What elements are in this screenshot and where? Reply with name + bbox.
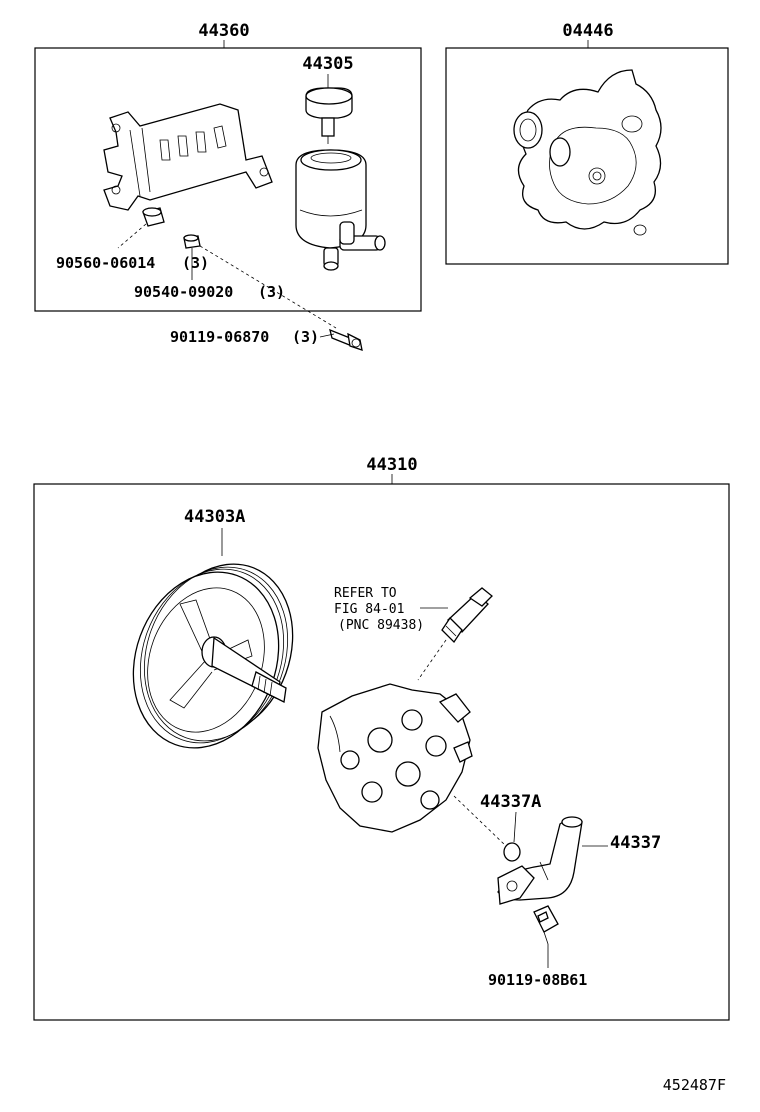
union-bolt-drawing[interactable] [533,905,559,945]
reference-note-line3: (PNC 89438) [338,618,424,633]
pressure-switch-drawing[interactable] [441,587,493,644]
label-44310[interactable]: 44310 [366,455,417,475]
reference-note-line2[interactable]: FIG 84-01 [334,602,404,617]
reservoir-bracket-group: 44360 [34,21,422,351]
pump-assembly-box [33,483,730,1021]
collar-drawing[interactable] [183,234,201,249]
union-pipe-drawing[interactable] [497,816,583,905]
label-04446[interactable]: 04446 [562,21,613,41]
label-90540-09020[interactable]: 90540-09020 [134,283,233,301]
pump-body-drawing[interactable] [317,683,473,833]
label-90119-06870[interactable]: 90119-06870 [170,328,269,346]
label-90560-qty: (3) [182,254,209,272]
label-90560-06014[interactable]: 90560-06014 [56,254,155,272]
label-90119-08B61[interactable]: 90119-08B61 [488,971,587,989]
label-90540-qty: (3) [258,283,285,301]
pulley-drawing[interactable] [109,544,316,768]
nut-drawing[interactable] [142,207,165,227]
label-90119-06870-qty: (3) [292,328,319,346]
label-44360[interactable]: 44360 [198,21,249,41]
label-44337[interactable]: 44337 [610,833,661,853]
label-44305[interactable]: 44305 [302,54,353,74]
reference-note-line1: REFER TO [334,586,397,601]
gasket-kit-group: 04446 [445,21,729,265]
bolt-drawing[interactable] [329,328,363,351]
label-44337A[interactable]: 44337A [480,792,541,812]
o-ring-drawing[interactable] [503,842,521,862]
reservoir-drawing[interactable] [295,149,386,271]
gasket-kit-box [445,47,729,265]
label-44303A[interactable]: 44303A [184,507,245,527]
figure-code: 452487F [663,1076,726,1094]
pump-assembly-group: 44310 44303A REFER TO FIG 84-01 (PNC 894… [33,455,730,1021]
bracket-drawing[interactable] [103,103,273,211]
gasket-drawing[interactable] [513,69,662,236]
reservoir-cap-drawing[interactable] [305,87,353,144]
reservoir-bracket-box [34,47,422,312]
